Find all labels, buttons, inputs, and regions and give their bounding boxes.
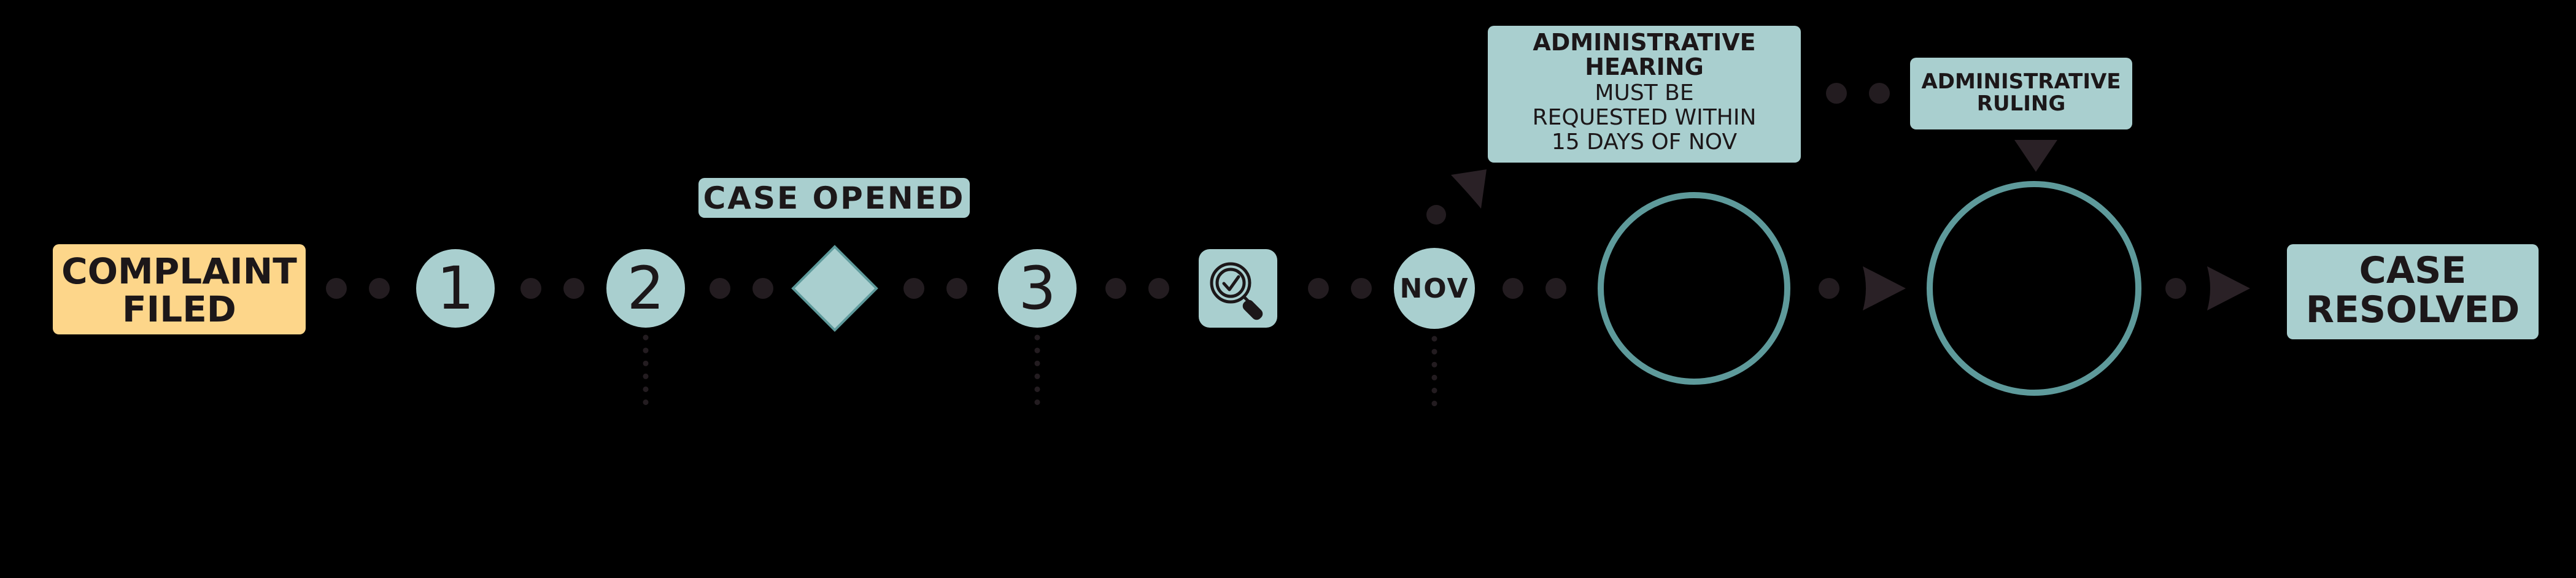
- arrow-to-hearing-icon: [1451, 169, 1487, 209]
- case-resolved-label-line1: CASE: [2359, 249, 2467, 292]
- connector-dot: [326, 278, 347, 299]
- drop-lines: [643, 334, 1437, 408]
- step-1-circle: [416, 249, 495, 328]
- nov-circle: [1394, 248, 1475, 329]
- complaint-filed-shape: [53, 244, 306, 334]
- connector-dot: [369, 278, 390, 299]
- hearing-shape: [1488, 26, 1801, 163]
- ruling-title-line1: ADMINISTRATIVE: [1921, 69, 2121, 94]
- complaint-filed-box: COMPLAINT FILED: [53, 244, 306, 334]
- hearing-outcome-circle: [1598, 192, 1790, 385]
- hearing-note-line3: 15 DAYS OF NOV: [1552, 129, 1738, 155]
- step-3-label: 3: [1018, 254, 1056, 323]
- case-resolved-box: CASE RESOLVED: [2287, 244, 2539, 339]
- connector-dot: [1308, 278, 1329, 299]
- connector-dot: [563, 278, 584, 299]
- step-3-circle: [998, 249, 1077, 328]
- complaint-filed-label-line2: FILED: [122, 288, 236, 330]
- connector-dot: [1819, 278, 1839, 299]
- connector-dot: [1351, 278, 1372, 299]
- case-opened-diamond: [791, 245, 878, 332]
- step-3-node: 3: [998, 249, 1077, 328]
- hearing-note-line1: MUST BE: [1595, 80, 1693, 106]
- administrative-hearing-box: ADMINISTRATIVE HEARING MUST BE REQUESTED…: [1488, 26, 1801, 163]
- case-opened-label: CASE OPENED: [703, 180, 965, 216]
- step-2-node: 2: [606, 249, 685, 328]
- arrow-right-icon: [1863, 266, 1906, 310]
- step-2-circle: [606, 249, 685, 328]
- magnifier-check-icon: [1210, 262, 1263, 320]
- nov-label: NOV: [1399, 273, 1469, 304]
- connector-dot: [1148, 278, 1169, 299]
- connector-dot: [710, 278, 730, 299]
- ruling-title-line2: RULING: [1977, 91, 2065, 116]
- connector-dot: [1105, 278, 1126, 299]
- case-resolved-shape: [2287, 244, 2539, 339]
- ruling-outcome-circle: [1927, 181, 2141, 396]
- administrative-ruling-box: ADMINISTRATIVE RULING: [1910, 58, 2132, 129]
- connector-dot: [946, 278, 967, 299]
- nov-node: NOV: [1394, 248, 1475, 329]
- arrows: [1451, 140, 2250, 310]
- arrow-right-icon: [2207, 266, 2250, 310]
- case-opened-label-box: [698, 178, 970, 218]
- connector-dot: [752, 278, 773, 299]
- connector-dot: [2165, 278, 2186, 299]
- review-box: [1199, 249, 1277, 328]
- complaint-filed-label-line1: COMPLAINT: [61, 250, 297, 292]
- step-1-node: 1: [416, 249, 495, 328]
- connector-dot: [1869, 83, 1890, 104]
- connector-dot: [520, 278, 541, 299]
- hearing-note-line2: REQUESTED WITHIN: [1533, 105, 1757, 130]
- connector-dot: [1503, 278, 1523, 299]
- ruling-shape: [1910, 58, 2132, 129]
- case-opened-node: CASE OPENED: [698, 178, 970, 332]
- connector-dot: [1545, 278, 1566, 299]
- connector-dot: [1826, 83, 1847, 104]
- review-node: [1199, 249, 1277, 328]
- hearing-title-line2: HEARING: [1585, 53, 1704, 80]
- step-1-label: 1: [436, 254, 474, 323]
- connector-dot: [903, 278, 924, 299]
- hearing-title-line1: ADMINISTRATIVE: [1533, 29, 1755, 56]
- connector-dot: [1426, 205, 1446, 225]
- step-2-label: 2: [627, 254, 664, 323]
- case-resolved-label-line2: RESOLVED: [2306, 288, 2520, 331]
- arrow-to-ruling-icon: [2014, 140, 2057, 172]
- connector-dots: [326, 83, 2186, 299]
